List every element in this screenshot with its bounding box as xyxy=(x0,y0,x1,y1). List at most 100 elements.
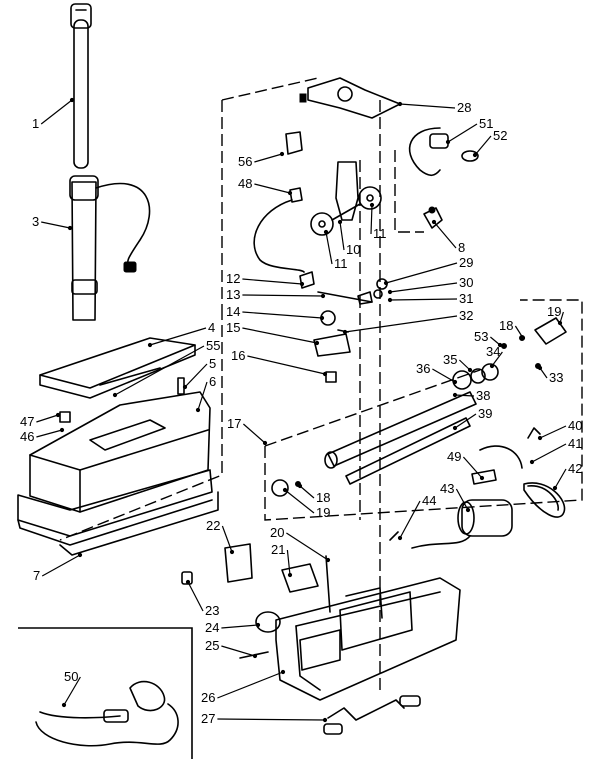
leader-arrowhead xyxy=(320,293,326,299)
leader-arrowhead xyxy=(489,363,495,369)
callout-label: 48 xyxy=(238,176,252,191)
leader-arrowhead xyxy=(61,702,67,708)
leader-line xyxy=(370,204,373,235)
leader-arrowhead xyxy=(147,342,153,348)
callout-label: 17 xyxy=(227,416,241,431)
leader-line xyxy=(221,525,233,553)
callout-label: 26 xyxy=(201,690,215,705)
leader-line xyxy=(531,443,567,463)
leader-arrowhead xyxy=(185,579,191,585)
callout-label: 55 xyxy=(206,338,220,353)
leader-line xyxy=(36,414,59,423)
leader-arrowhead xyxy=(77,552,83,558)
leader-arrowhead xyxy=(452,392,458,398)
callout-label: 24 xyxy=(205,620,219,635)
leader-arrowhead xyxy=(337,219,343,225)
leader-arrowhead xyxy=(319,315,325,321)
leader-arrowhead xyxy=(452,425,458,431)
part-51-52-cord xyxy=(408,127,479,177)
leader-line xyxy=(286,549,291,576)
callout-label: 30 xyxy=(459,275,473,290)
leader-arrowhead xyxy=(182,384,188,390)
part-40-42-belt xyxy=(479,427,566,518)
callout-label: 49 xyxy=(447,449,461,464)
leader-line xyxy=(462,456,483,479)
leader-arrowhead xyxy=(255,622,261,628)
callout-label: 35 xyxy=(443,352,457,367)
leader-line xyxy=(299,485,315,499)
leader-line xyxy=(474,135,492,156)
callout-label: 27 xyxy=(201,711,215,726)
leader-arrowhead xyxy=(397,101,403,107)
leader-line xyxy=(344,315,458,333)
leader-line xyxy=(284,489,315,514)
callout-label: 18 xyxy=(499,318,513,333)
leader-arrowhead xyxy=(537,435,543,441)
leader-line xyxy=(63,676,81,706)
leader-arrowhead xyxy=(59,427,65,433)
callout-label: 12 xyxy=(226,271,240,286)
callout-label: 51 xyxy=(479,116,493,131)
leader-arrowhead xyxy=(252,653,258,659)
leader-arrowhead xyxy=(369,202,375,208)
callout-label: 41 xyxy=(568,436,582,451)
guide-line xyxy=(264,369,481,447)
leader-arrowhead xyxy=(322,717,328,723)
leader-arrowhead xyxy=(387,289,393,295)
leader-line xyxy=(41,554,81,577)
leader-line xyxy=(221,624,259,629)
leader-arrowhead xyxy=(431,219,437,225)
leader-arrowhead xyxy=(229,549,235,555)
leader-arrowhead xyxy=(112,392,118,398)
callout-label: 42 xyxy=(568,461,582,476)
callout-label: 8 xyxy=(458,240,465,255)
callout-label: 47 xyxy=(20,414,34,429)
part-10-11-yoke-wheels xyxy=(310,161,382,236)
leader-line xyxy=(454,413,477,429)
callout-label: 18 xyxy=(316,490,330,505)
leader-arrowhead xyxy=(537,365,543,371)
leader-line xyxy=(399,500,421,539)
callout-label: 52 xyxy=(493,128,507,143)
callout-label: 21 xyxy=(271,542,285,557)
leader-arrowhead xyxy=(314,340,320,346)
part-1-upper-handle xyxy=(70,3,92,169)
leader-line xyxy=(221,645,256,657)
callout-label: 6 xyxy=(209,374,216,389)
leader-line xyxy=(454,394,475,397)
leader-line xyxy=(554,468,567,489)
leader-line xyxy=(455,488,469,511)
leader-line xyxy=(36,429,63,438)
leader-line xyxy=(339,221,345,251)
leader-arrowhead xyxy=(55,412,61,418)
guide-line xyxy=(59,308,223,541)
leader-line xyxy=(432,368,456,383)
leader-line xyxy=(242,327,318,344)
leader-arrowhead xyxy=(383,280,389,286)
part-43-motor xyxy=(389,469,513,549)
leader-line xyxy=(40,99,73,125)
leader-line xyxy=(217,718,326,721)
callout-label: 3 xyxy=(32,214,39,229)
callout-label: 39 xyxy=(478,406,492,421)
callout-label: 23 xyxy=(205,603,219,618)
callout-label: 25 xyxy=(205,638,219,653)
leader-line xyxy=(254,183,291,194)
leader-line xyxy=(514,325,524,339)
leader-arrowhead xyxy=(342,329,348,335)
leader-arrowhead xyxy=(472,152,478,158)
callout-label: 10 xyxy=(346,242,360,257)
assembly-guides xyxy=(59,77,583,690)
callout-label: 36 xyxy=(416,361,430,376)
leader-line xyxy=(385,262,458,284)
callout-label: 38 xyxy=(476,388,490,403)
callout-label: 5 xyxy=(209,356,216,371)
part-50-inset xyxy=(18,627,193,759)
callout-label: 34 xyxy=(486,344,500,359)
guide-line xyxy=(394,150,424,233)
leader-arrowhead xyxy=(520,335,526,341)
part-28-bracket xyxy=(299,77,401,119)
guide-line xyxy=(264,299,583,521)
leader-line xyxy=(433,221,457,249)
